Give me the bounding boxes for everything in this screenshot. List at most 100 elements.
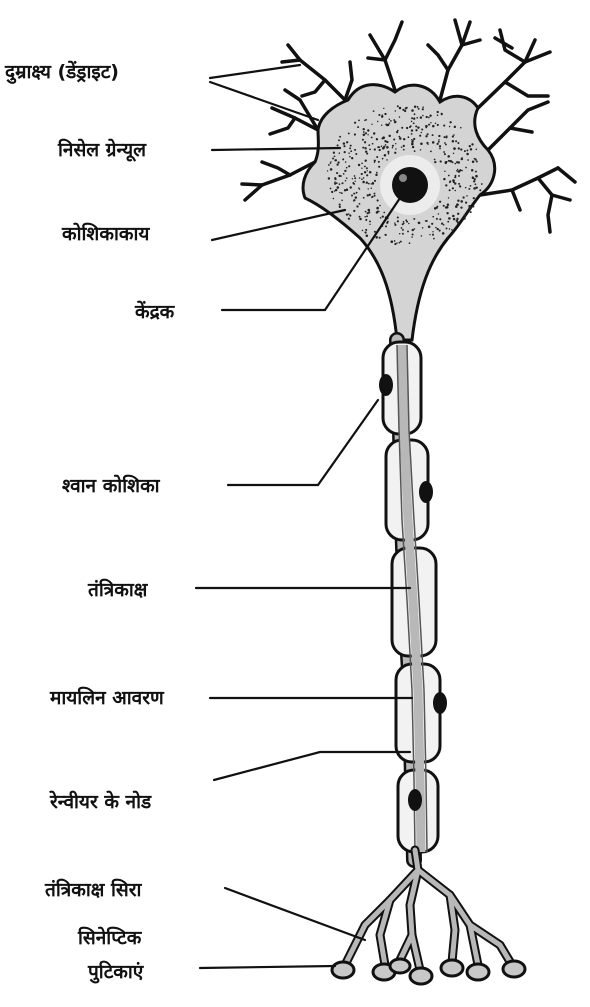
nissl-granule-dot xyxy=(375,174,377,176)
nissl-granule-dot xyxy=(412,234,414,236)
nissl-granule-dot xyxy=(420,143,423,146)
nissl-granule-dot xyxy=(409,126,411,128)
nissl-granule-dot xyxy=(363,131,365,133)
nissl-granule-dot xyxy=(353,210,355,212)
nissl-granule-dot xyxy=(394,121,397,124)
nissl-granule-dot xyxy=(469,145,471,147)
nissl-granule-dot xyxy=(328,164,330,166)
nissl-granule-dot xyxy=(470,185,472,187)
nissl-granule-dot xyxy=(464,150,466,152)
nissl-granule-dot xyxy=(384,113,386,115)
nissl-granule-dot xyxy=(420,149,421,150)
nissl-granule-dot xyxy=(327,170,328,171)
nissl-granule-dot xyxy=(385,225,387,227)
nissl-granule-dot xyxy=(367,134,368,135)
nissl-granule-dot xyxy=(378,114,380,116)
nissl-granule-dot xyxy=(428,124,430,126)
nissl-granule-dot xyxy=(363,128,365,130)
nissl-granule-dot xyxy=(395,110,396,111)
nissl-granule-dot xyxy=(358,187,359,188)
nissl-granule-dot xyxy=(371,196,373,198)
nissl-granule-dot xyxy=(361,167,362,168)
nissl-granule-dot xyxy=(430,150,432,152)
nissl-granule-dot xyxy=(354,133,356,135)
nissl-granule-dot xyxy=(446,227,448,229)
nissl-granule-dot xyxy=(364,141,366,143)
label-axon: तंत्रिकाक्ष xyxy=(88,578,147,602)
nissl-granule-dot xyxy=(472,176,475,179)
nissl-granule-dot xyxy=(402,233,404,235)
nissl-granule-dot xyxy=(364,216,366,218)
schwann-nucleus xyxy=(379,374,393,396)
nissl-granule-dot xyxy=(453,134,454,135)
nissl-granule-dot xyxy=(435,227,437,229)
nissl-granule-dot xyxy=(389,122,390,123)
nissl-granule-dot xyxy=(365,151,367,153)
nissl-granule-dot xyxy=(439,201,441,203)
nissl-granule-dot xyxy=(471,143,473,145)
nissl-granule-dot xyxy=(349,147,351,149)
nissl-granule-dot xyxy=(460,200,463,203)
nissl-granule-dot xyxy=(356,205,358,207)
nissl-granule-dot xyxy=(411,117,413,119)
nissl-granule-dot xyxy=(346,141,348,143)
nissl-granule-dot xyxy=(422,227,424,229)
nissl-granule-dot xyxy=(399,107,402,110)
nissl-granule-dot xyxy=(444,153,446,155)
nissl-granule-dot xyxy=(463,217,465,219)
nissl-granule-dot xyxy=(438,135,440,137)
nissl-granule-dot xyxy=(356,192,358,194)
nissl-granule-dot xyxy=(338,139,340,141)
synaptic-knob xyxy=(410,968,432,984)
nissl-granule-dot xyxy=(439,230,441,232)
nissl-granule-dot xyxy=(420,116,422,118)
nissl-granule-dot xyxy=(367,212,369,214)
nissl-granule-dot xyxy=(353,200,355,202)
nissl-granule-dot xyxy=(334,155,336,157)
nissl-granule-dot xyxy=(382,158,384,160)
nissl-granule-dot xyxy=(336,172,338,174)
nissl-granule-dot xyxy=(336,182,338,184)
nissl-granule-dot xyxy=(427,133,429,135)
nissl-granule-dot xyxy=(348,213,350,215)
nissl-granule-dot xyxy=(364,171,366,173)
nissl-granule-dot xyxy=(402,229,404,231)
nissl-granule-dot xyxy=(425,135,427,137)
nissl-granule-dot xyxy=(454,126,456,128)
nissl-granule-dot xyxy=(351,195,353,197)
nissl-granule-dot xyxy=(437,229,438,230)
nissl-granule-dot xyxy=(343,142,345,144)
nissl-granule-dot xyxy=(452,140,455,143)
nissl-granule-dot xyxy=(395,148,396,149)
nissl-granule-dot xyxy=(364,147,365,148)
nissl-granule-dot xyxy=(453,218,455,220)
nissl-granule-dot xyxy=(363,133,366,136)
nissl-granule-dot xyxy=(418,108,420,110)
nissl-granule-dot xyxy=(447,221,449,223)
label-myelin-sheath: मायलिन आवरण xyxy=(50,686,164,710)
nissl-granule-dot xyxy=(384,154,387,157)
nissl-granule-dot xyxy=(438,213,439,214)
nissl-granule-dot xyxy=(431,223,433,225)
nissl-granule-dot xyxy=(397,220,399,222)
nissl-granule-dot xyxy=(457,169,458,170)
nissl-granule-dot xyxy=(368,209,371,212)
nissl-granule-dot xyxy=(346,213,348,215)
nissl-granule-dot xyxy=(379,237,381,239)
nissl-granule-dot xyxy=(476,149,478,151)
nissl-granule-dot xyxy=(412,146,414,148)
nissl-granule-dot xyxy=(457,221,459,223)
nissl-granule-dot xyxy=(455,140,457,142)
nissl-granule-dot xyxy=(422,108,424,110)
label-nucleus: केंद्रक xyxy=(135,300,174,324)
nissl-granule-dot xyxy=(453,181,455,183)
nissl-granule-dot xyxy=(449,189,451,191)
nissl-granule-dot xyxy=(414,150,416,152)
nissl-granule-dot xyxy=(476,187,478,189)
nissl-granule-dot xyxy=(383,108,384,109)
nissl-granule-dot xyxy=(452,135,454,137)
nissl-granule-dot xyxy=(365,160,367,162)
nissl-granule-dot xyxy=(365,229,367,231)
nissl-granule-dot xyxy=(376,156,378,158)
nissl-granule-dot xyxy=(355,196,357,198)
